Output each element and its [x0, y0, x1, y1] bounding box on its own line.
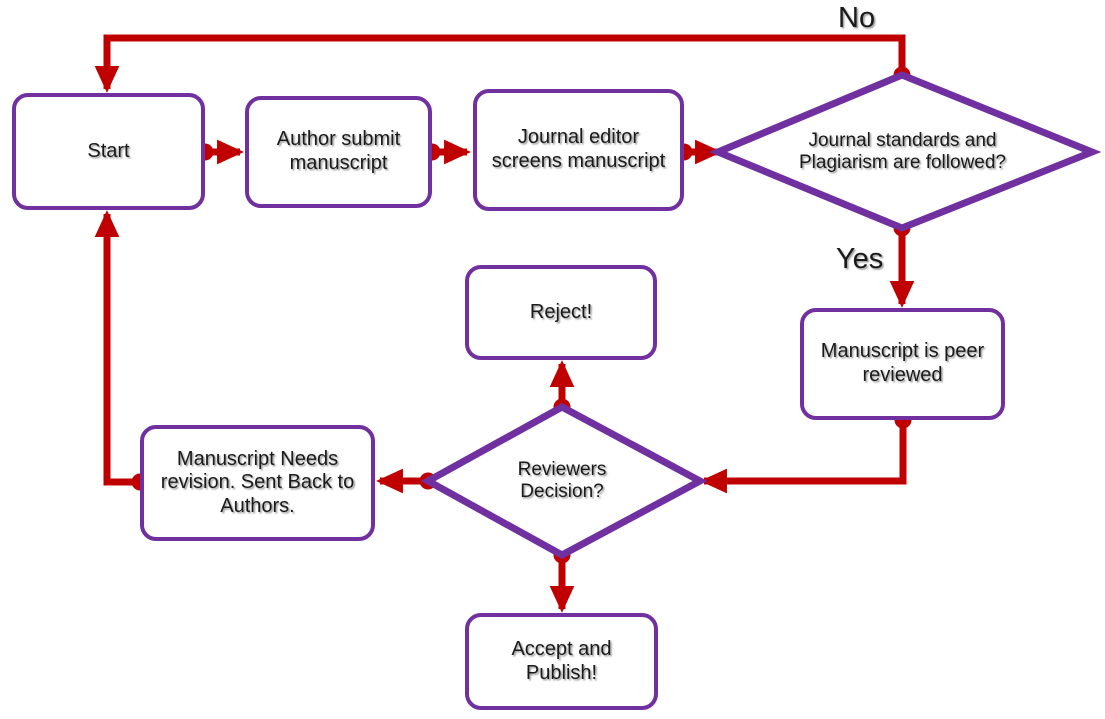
node-label: Manuscript Needs revision. Sent Back to …	[160, 447, 355, 517]
node-manuscript-is-peer-reviewed[interactable]: Manuscript is peer reviewed	[800, 308, 1005, 420]
edge-label-no: No	[838, 2, 876, 34]
decision-shape-standards	[708, 71, 1102, 232]
edge-standards-no-to-start	[94, 34, 906, 93]
edge-revision-to-start	[94, 210, 140, 486]
node-label: Manuscript is peer reviewed	[820, 340, 985, 386]
node-label: Start	[87, 139, 130, 162]
node-manuscript-needs-revision[interactable]: Manuscript Needs revision. Sent Back to …	[140, 425, 375, 541]
node-start[interactable]: Start	[12, 93, 205, 210]
decision-shape-reviewers	[420, 403, 708, 559]
node-label: Author submit manuscript	[276, 128, 401, 174]
edge-peer-to-decision	[700, 420, 907, 494]
node-reject[interactable]: Reject!	[465, 265, 657, 360]
node-label: Reject!	[529, 300, 593, 323]
edge-label-yes: Yes	[836, 243, 884, 275]
node-label: Accept and Publish!	[511, 637, 612, 684]
node-author-submit-manuscript[interactable]: Author submit manuscript	[245, 96, 432, 208]
node-accept-and-publish[interactable]: Accept and Publish!	[465, 613, 658, 710]
node-journal-editor-screens-manuscript[interactable]: Journal editor screens manuscript	[473, 89, 684, 211]
node-label: Journal editor screens manuscript	[491, 126, 666, 172]
